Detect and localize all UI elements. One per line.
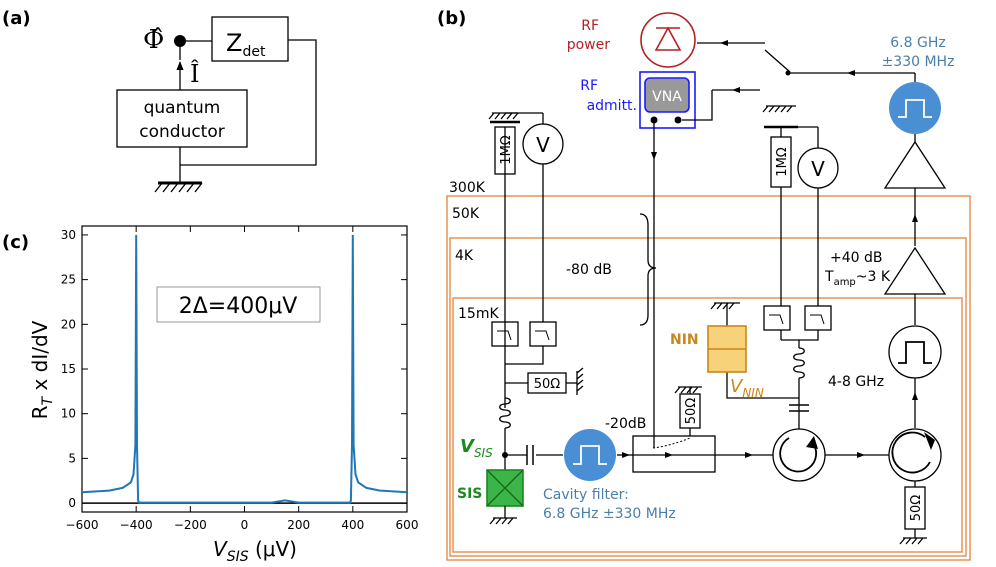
r50-coupler-label: 50Ω (684, 398, 699, 425)
y-tick-label: 10 (61, 407, 76, 421)
bandpass-filter-icon (888, 325, 942, 379)
x-tick-label: −200 (174, 518, 207, 532)
plot-frame (81, 225, 408, 513)
temp-15mk: 15mK (458, 306, 499, 322)
x-tick-label: −400 (120, 518, 153, 532)
pulse-filter-icon-top (889, 82, 941, 134)
x-tick-label: 400 (341, 518, 364, 532)
conductor-line2: conductor (139, 122, 225, 142)
sis-label: SIS (457, 486, 482, 502)
temp-50k: 50K (452, 206, 480, 222)
vnin-label: VNIN (730, 376, 764, 400)
panel-a-label: (a) (2, 8, 31, 29)
rf-power-detector-icon (640, 12, 696, 68)
rf-power-line1: RF (581, 18, 599, 34)
phi-symbol: Φ̂ (143, 25, 164, 55)
voltmeter-icon-right: V (797, 147, 839, 189)
inductor-icon-right (793, 347, 805, 379)
panel-c-label: (c) (2, 232, 29, 253)
amplifier-icon-top (883, 140, 947, 189)
cavity-filter-icon (564, 429, 616, 481)
nin-junction-icon (707, 325, 747, 373)
stage-50k-box (446, 195, 971, 561)
stage-4k-box (449, 237, 967, 557)
lowpass-filter-3 (763, 305, 791, 331)
y-tick-label: 0 (68, 496, 76, 510)
panel-b-label: (b) (437, 8, 466, 29)
vna-screen (644, 77, 690, 113)
x-axis-label: VSIS (μV) (213, 537, 297, 565)
zdet-box (211, 16, 289, 62)
coupler-attenuation: -20dB (605, 416, 646, 432)
source-freq-line2: ±330 MHz (882, 54, 955, 70)
quantum-conductor-box (116, 89, 248, 148)
nin-label: NIN (670, 332, 699, 348)
zdet-label: Zdet (226, 29, 266, 60)
band-label: 4-8 GHz (828, 374, 884, 390)
vna-label: VNA (652, 89, 682, 105)
vna-frame (639, 71, 696, 129)
panel-a: (a) Φ̂ Zdet Î quantum conductor (2, 8, 317, 193)
x-tick-label: 200 (287, 518, 310, 532)
sis-junction-icon (486, 469, 524, 507)
x-tick-label: 0 (241, 518, 249, 532)
gap-annotation: 2Δ=400μV (179, 294, 298, 319)
amp-temp: Tamp~3 K (824, 269, 891, 288)
rf-power-line2: power (567, 37, 611, 53)
stage-15mk-box (452, 297, 963, 553)
attenuation-brace (639, 213, 657, 326)
voltmeter-icon-left: V (522, 123, 564, 165)
resistor-1mohm-left (494, 126, 516, 175)
rf-admitt-line1: RF (580, 78, 598, 94)
gap-annotation-box (156, 286, 321, 323)
y-tick-label: 5 (68, 451, 76, 465)
ground-icon (154, 181, 203, 193)
r50-term-label: 50Ω (909, 495, 924, 522)
series-line (81, 234, 408, 504)
amp-gain: +40 dB (830, 250, 883, 266)
temp-4k: 4K (455, 248, 474, 264)
conductor-line1: quantum (144, 98, 221, 118)
circulator-icon-right (888, 428, 942, 482)
lowpass-filter-1 (491, 321, 519, 347)
panel-b: (b) 300K 50K 4K 15mK RF power RF admitt.… (437, 8, 971, 561)
vsis-label: VSIS (460, 436, 493, 460)
resistor-1m-left-label: 1MΩ (499, 135, 514, 164)
attenuation-80: -80 dB (566, 262, 612, 278)
svg-text:V: V (536, 133, 550, 157)
y-tick-label: 25 (61, 273, 76, 287)
current-symbol: Î (190, 59, 199, 88)
amplifier-icon-cold (883, 246, 947, 295)
lowpass-filter-4 (804, 305, 832, 331)
x-tick-label: −600 (66, 518, 99, 532)
r50-bias-label: 50Ω (534, 377, 561, 392)
rf-admitt-line2: admitt. (587, 98, 637, 114)
inductor-icon-left (499, 397, 511, 429)
panel-c: (c) −600 −400 −200 0 200 400 600 0 5 10 15 20 25 30 2… (2, 225, 419, 565)
cavity-line1: Cavity filter: (543, 487, 629, 503)
cavity-line2: 6.8 GHz ±330 MHz (543, 506, 676, 522)
y-tick-label: 30 (61, 228, 76, 242)
resistor-1m-right-label: 1MΩ (775, 147, 790, 176)
y-tick-label: 15 (61, 362, 76, 376)
y-axis-label: RT x dI/dV (28, 320, 56, 419)
directional-coupler (632, 435, 716, 473)
source-freq-line1: 6.8 GHz (890, 35, 945, 51)
lowpass-filter-2 (529, 321, 557, 347)
y-tick-label: 20 (61, 317, 76, 331)
svg-text:V: V (811, 157, 825, 181)
circulator-icon-middle (772, 428, 826, 482)
dIdV-chart: −600 −400 −200 0 200 400 600 0 5 10 15 20 25 30 (61, 225, 419, 532)
x-tick-label: 600 (396, 518, 419, 532)
temp-300k: 300K (449, 180, 486, 196)
